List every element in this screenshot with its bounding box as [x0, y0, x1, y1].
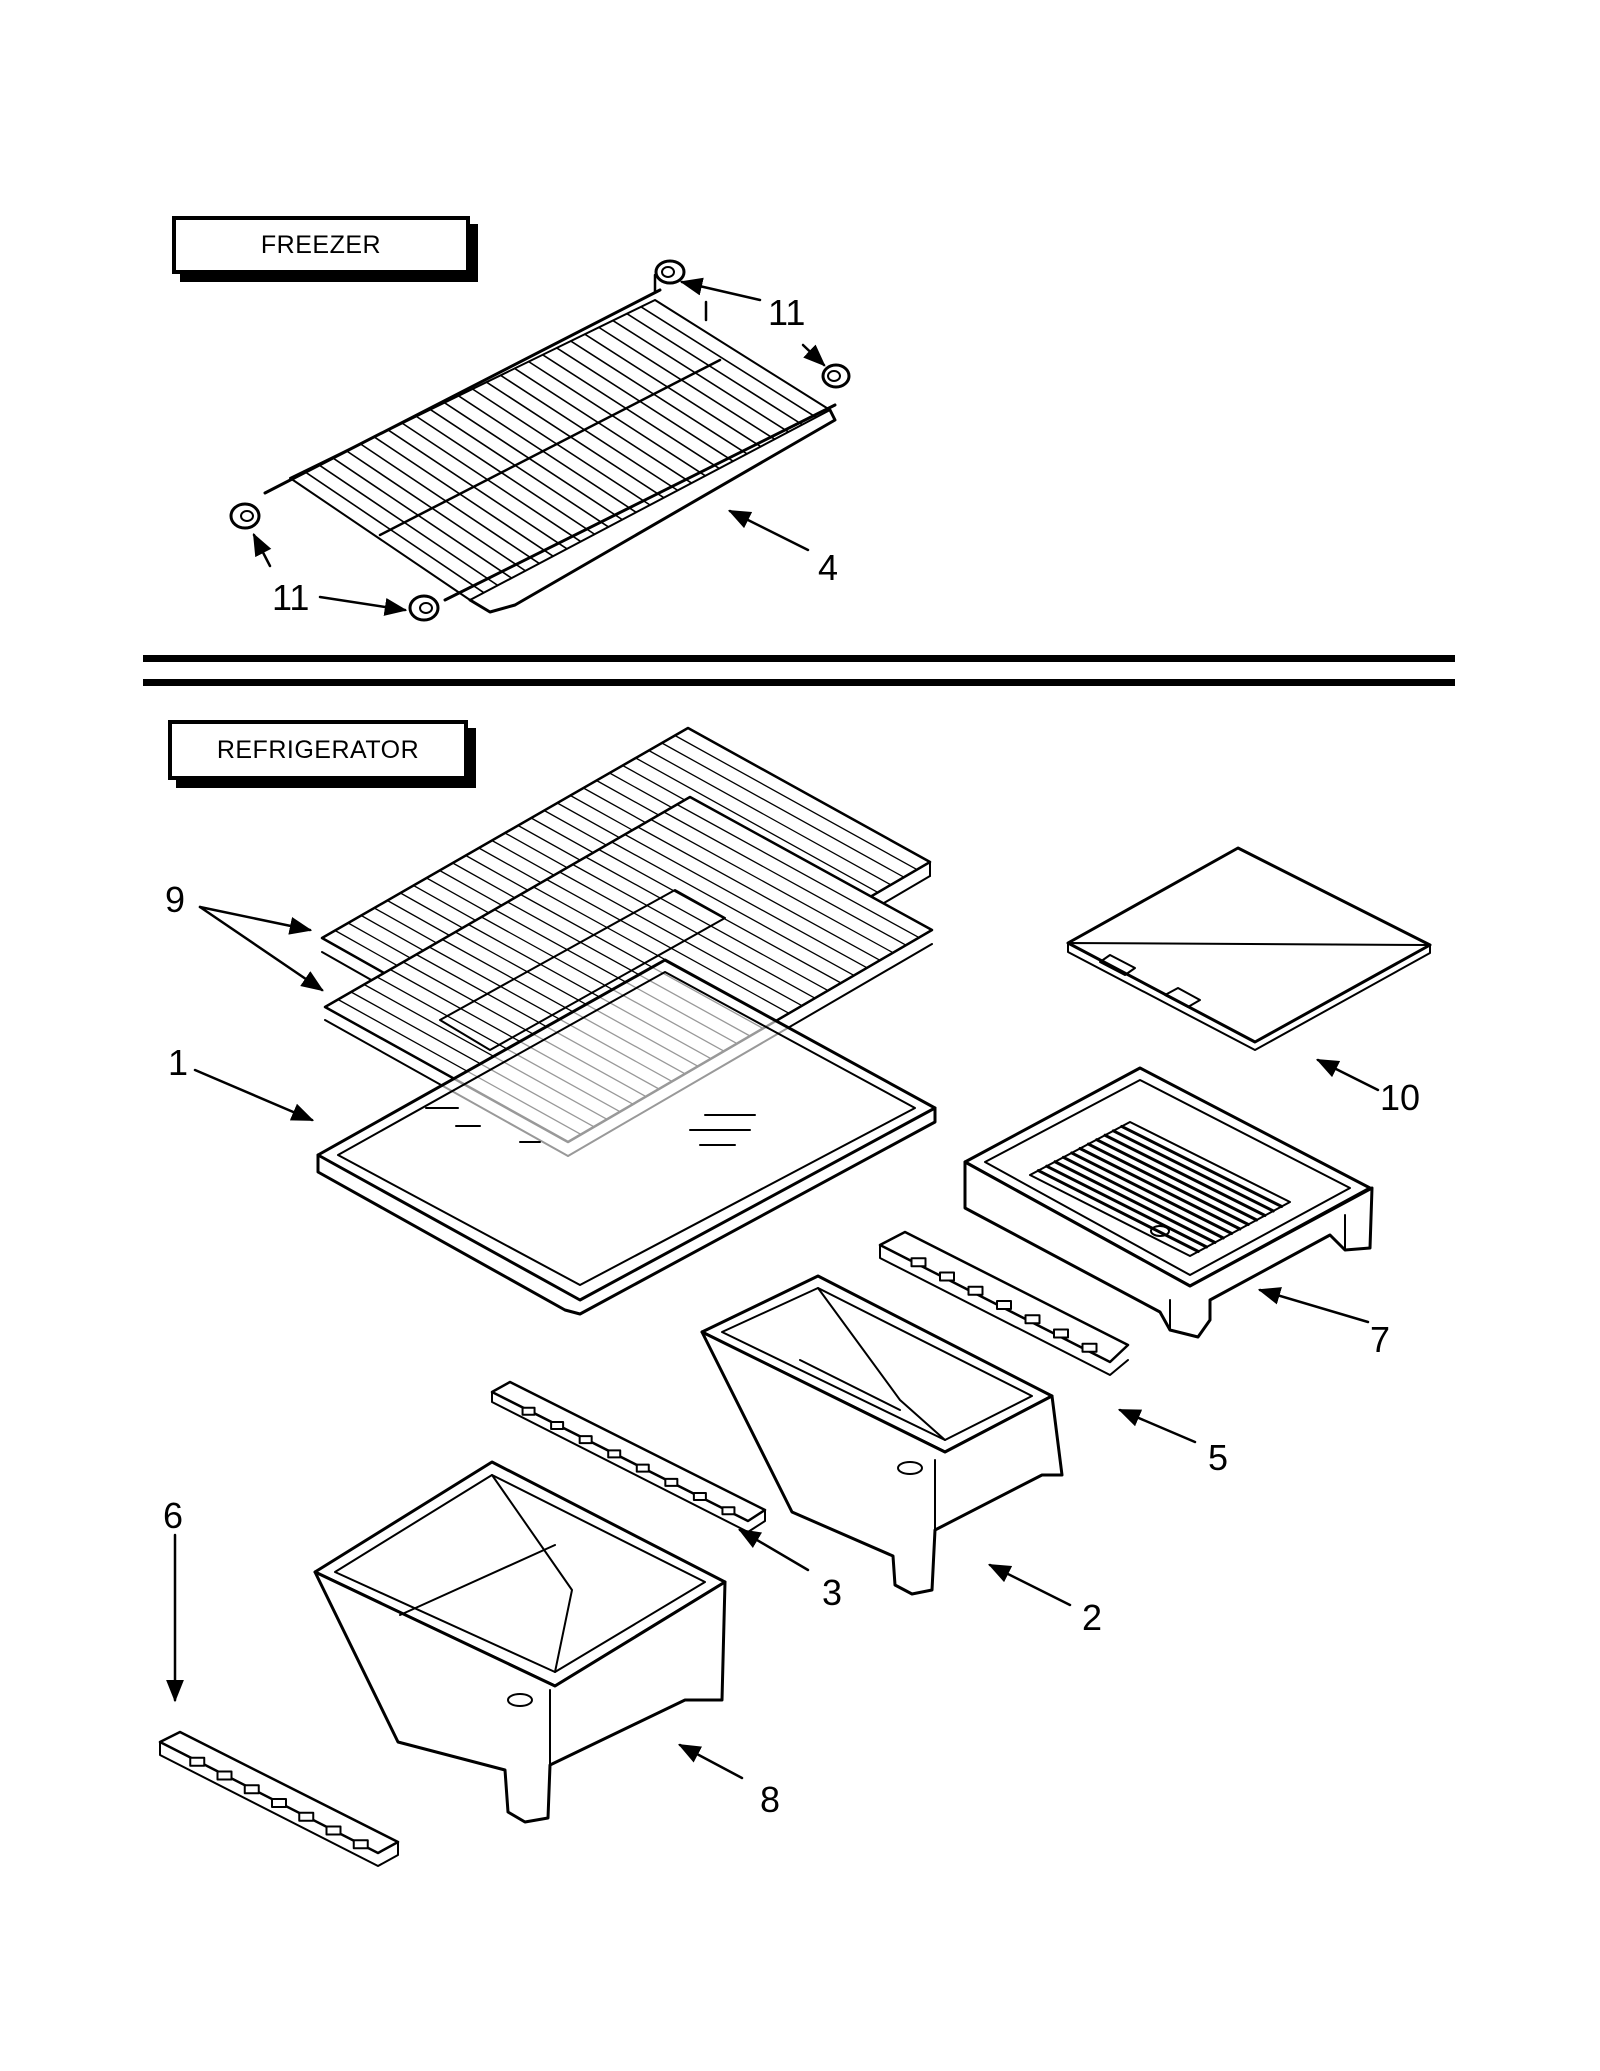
crisper-drawer-left [313, 1460, 727, 1824]
shelf-end-cap-left [229, 502, 261, 530]
crisper-cover [1066, 846, 1432, 1051]
crisper-drawer-middle [700, 1274, 1064, 1596]
freezer-wire-shelf [263, 273, 837, 614]
freezer-section-label: FREEZER [172, 216, 470, 274]
callout-4: 4 [818, 547, 838, 588]
callout-11-top: 11 [768, 292, 805, 333]
refrigerator-section-label: REFRIGERATOR [168, 720, 468, 780]
crisper-slide-rail-right [878, 1230, 1130, 1376]
callout-7: 7 [1370, 1319, 1390, 1360]
callout-8: 8 [760, 1779, 780, 1820]
section-divider [143, 655, 1455, 686]
crisper-slide-rail-left [158, 1730, 400, 1867]
callout-2: 2 [1082, 1597, 1102, 1638]
leader-arrows [166, 277, 1380, 1780]
callout-9: 9 [165, 879, 185, 920]
callout-1: 1 [168, 1042, 188, 1083]
callout-3: 3 [822, 1572, 842, 1613]
glass-shelf-assembly [316, 958, 937, 1316]
callout-11-bottom: 11 [272, 577, 309, 618]
shelf-end-cap-bottom [408, 594, 440, 622]
callout-10: 10 [1380, 1077, 1420, 1118]
callout-6: 6 [163, 1495, 183, 1536]
callout-5: 5 [1208, 1437, 1228, 1478]
crisper-drawer-right [963, 1066, 1374, 1339]
shelf-end-cap-top [654, 259, 686, 285]
shelf-end-cap-right [821, 363, 851, 389]
